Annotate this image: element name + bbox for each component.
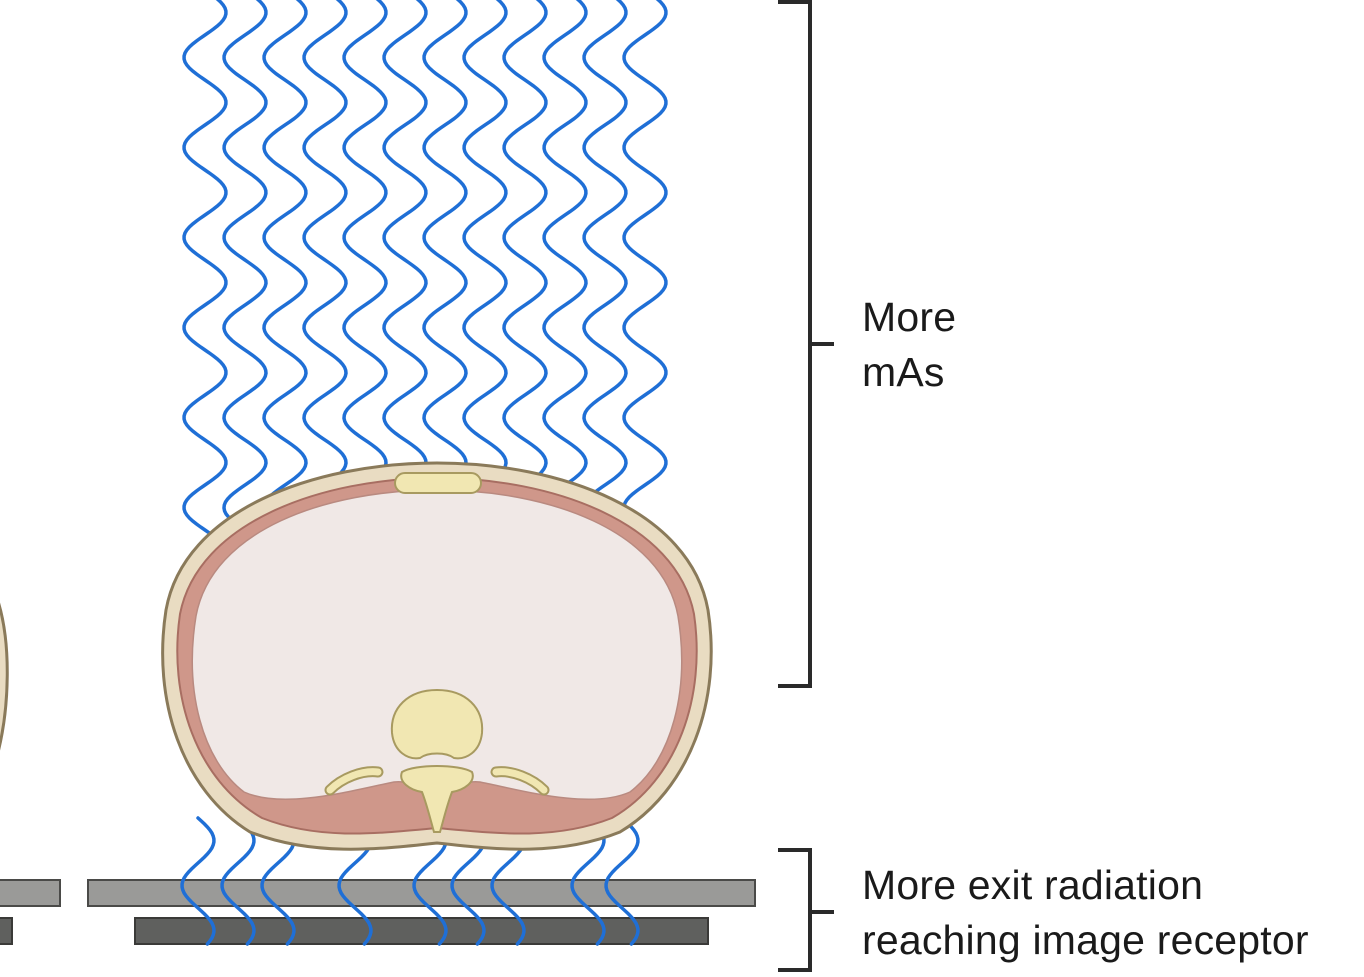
exit-radiation-label-line1: More exit radiation — [862, 862, 1204, 908]
incident-xray-wave — [542, 0, 588, 522]
left-partial-plate-top — [0, 879, 61, 907]
incident-xray-wave — [622, 0, 668, 547]
exit-xray-wave — [220, 816, 256, 946]
incident-xray-wave — [262, 0, 308, 522]
vertebral-arch — [400, 765, 474, 833]
more-mas-label: More mAs — [862, 290, 956, 401]
linea-alba — [394, 472, 482, 494]
more-mas-label-line1: More — [862, 294, 957, 340]
incident-xray-wave — [222, 0, 268, 522]
incident-xray-wave — [302, 0, 348, 522]
left-rib-fill — [326, 768, 382, 794]
right-rib-fill — [492, 768, 548, 794]
more-mas-label-line2: mAs — [862, 349, 945, 396]
receptor-plate-bottom — [134, 917, 709, 945]
left-partial-plate-bottom — [0, 917, 13, 945]
exit-radiation-label-line2: reaching image receptor — [862, 917, 1309, 964]
incident-xray-wave — [462, 0, 508, 522]
incident-radiation-waves — [182, 0, 668, 547]
mas-bracket — [778, 0, 834, 688]
incident-xray-wave — [342, 0, 388, 522]
exit-bracket — [778, 848, 834, 972]
abdomen-cross-section — [161, 461, 713, 851]
image-receptor-group — [0, 879, 756, 945]
vertebral-body — [390, 688, 484, 760]
exit-xray-wave — [604, 816, 640, 946]
incident-xray-wave — [582, 0, 628, 522]
incident-xray-wave — [182, 0, 228, 547]
incident-xray-wave — [422, 0, 468, 522]
exit-radiation-label: More exit radiation reaching image recep… — [862, 858, 1309, 969]
left-partial-body — [0, 602, 9, 751]
incident-xray-wave — [382, 0, 428, 522]
incident-xray-wave — [502, 0, 548, 522]
exit-xray-wave — [180, 816, 216, 946]
